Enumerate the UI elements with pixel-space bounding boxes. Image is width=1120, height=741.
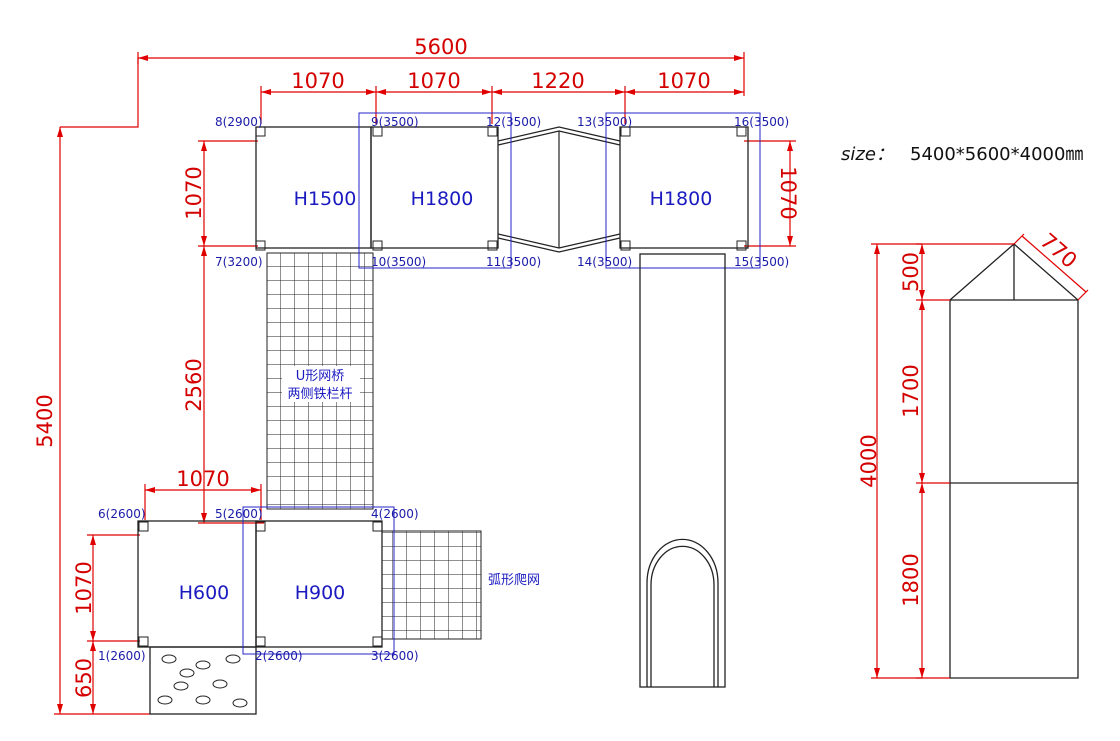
dim-width-4: 1070 <box>657 69 710 93</box>
platform-h1800-right <box>619 126 749 249</box>
dim-roof-slope: 770 <box>1036 229 1082 273</box>
climbing-holds <box>157 654 248 708</box>
dim-climber-depth: 650 <box>72 658 96 698</box>
note-iron-railings: 两侧铁栏杆 <box>287 387 352 402</box>
post-markers <box>138 126 747 647</box>
note-arc-climbing-net: 弧形爬网 <box>488 573 540 588</box>
post-label-9: 9(3500) <box>371 115 419 129</box>
platform-h900 <box>255 520 383 648</box>
dim-width-1: 1070 <box>291 69 344 93</box>
plan-arrowheads <box>57 55 793 714</box>
rock-climber-panel <box>149 646 257 715</box>
dim-upper-section: 1700 <box>899 364 923 417</box>
post-label-14: 14(3500) <box>577 255 632 269</box>
blue-outlines <box>242 112 761 655</box>
post-label-13: 13(3500) <box>577 115 632 129</box>
post-label-12: 12(3500) <box>486 115 541 129</box>
zone-h900: H900 <box>295 582 346 604</box>
post-label-3: 3(2600) <box>371 649 419 663</box>
post-label-7: 7(3200) <box>215 255 263 269</box>
dim-bottom-depth: 1070 <box>72 561 96 614</box>
post-label-11: 11(3500) <box>486 255 541 269</box>
dim-width-2: 1070 <box>407 69 460 93</box>
arc-climbing-net <box>381 530 482 640</box>
bridge-label-mask <box>282 366 360 402</box>
elevation-arrowheads <box>874 244 925 678</box>
zone-h1800-right: H1800 <box>650 188 713 210</box>
zone-h600: H600 <box>179 582 230 604</box>
post-label-5: 5(2600) <box>215 507 263 521</box>
dim-total-width: 5600 <box>414 35 467 59</box>
post-label-15: 15(3500) <box>734 255 789 269</box>
dim-bottom-width: 1070 <box>176 467 229 491</box>
zone-h1500: H1500 <box>294 188 357 210</box>
platform-h1800-left <box>370 126 499 249</box>
elevation-view: 500 1700 1800 4000 770 <box>857 229 1089 679</box>
post-label-8: 8(2900) <box>215 115 263 129</box>
zone-h1800-left: H1800 <box>411 188 474 210</box>
dim-bridge-length: 2560 <box>182 358 206 411</box>
plan-view: 5600 1070 1070 1220 1070 5400 1070 2560 … <box>33 35 800 715</box>
elevation-dimension-lines <box>871 233 1089 679</box>
dim-total-depth: 5400 <box>33 394 57 447</box>
tower-outline <box>949 243 1079 679</box>
size-label: size： <box>841 144 894 165</box>
dim-roof-height: 500 <box>899 252 923 292</box>
post-label-6: 6(2600) <box>98 507 146 521</box>
platforms <box>137 126 749 715</box>
post-label-16: 16(3500) <box>734 115 789 129</box>
post-label-4: 4(2600) <box>371 507 419 521</box>
dim-total-height: 4000 <box>857 434 881 487</box>
slide <box>639 253 726 688</box>
dim-lower-section: 1800 <box>899 553 923 606</box>
size-value: 5400*5600*4000㎜ <box>910 144 1083 165</box>
dim-top-left-depth: 1070 <box>182 166 206 219</box>
dim-top-right-depth: 1070 <box>776 166 800 219</box>
connecting-tunnel <box>497 126 621 253</box>
plan-dimension-lines <box>54 52 796 715</box>
post-label-1: 1(2600) <box>98 649 146 663</box>
post-label-10: 10(3500) <box>371 255 426 269</box>
overall-size: size： 5400*5600*4000㎜ <box>841 144 1083 165</box>
dim-width-3: 1220 <box>531 69 584 93</box>
post-label-2: 2(2600) <box>255 649 303 663</box>
note-u-net-bridge: U形网桥 <box>296 369 345 384</box>
